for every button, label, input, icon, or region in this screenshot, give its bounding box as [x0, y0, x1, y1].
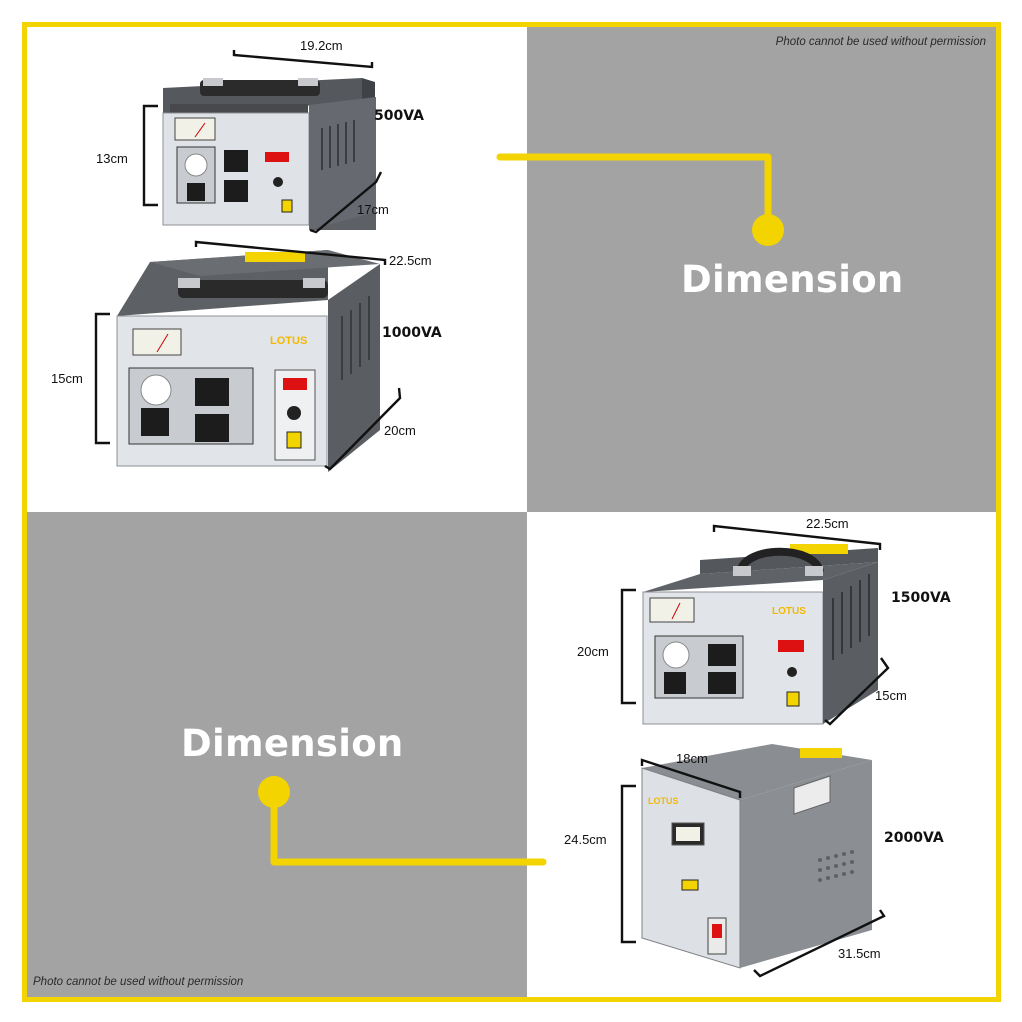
- width-label-500va: 19.2cm: [300, 38, 343, 53]
- depth-label-1000va: 20cm: [384, 423, 416, 438]
- dimension-heading-bottom: Dimension: [181, 722, 404, 765]
- watermark-bottom: Photo cannot be used without permission: [33, 976, 244, 988]
- rating-label-2000va: 2000VA: [884, 830, 944, 846]
- height-label-500va: 13cm: [96, 151, 128, 166]
- rating-label-500va: 500VA: [374, 108, 424, 124]
- connector-bottom: [258, 776, 547, 866]
- height-label-1500va: 20cm: [577, 644, 609, 659]
- stabilizer-500va-image: [162, 78, 376, 230]
- depth-label-1500va: 15cm: [875, 688, 907, 703]
- rating-label-1500va: 1500VA: [891, 590, 951, 606]
- dimension-heading-top: Dimension: [681, 258, 904, 301]
- lotus-logo-text: LOTUS: [772, 606, 806, 617]
- width-label-2000va: 18cm: [676, 751, 708, 766]
- height-label-1000va: 15cm: [51, 371, 83, 386]
- watermark-top: Photo cannot be used without permission: [775, 36, 986, 48]
- measure-lines: [94, 50, 890, 978]
- lotus-logo-text: LOTUS: [648, 796, 679, 806]
- width-label-1500va: 22.5cm: [806, 516, 849, 531]
- depth-label-500va: 17cm: [357, 202, 389, 217]
- bottom-left-panel: [27, 512, 527, 997]
- height-label-2000va: 24.5cm: [564, 832, 607, 847]
- top-right-panel: [527, 27, 996, 512]
- lotus-logo-text: LOTUS: [270, 335, 307, 347]
- connector-top: [496, 153, 784, 246]
- stabilizer-1500va-image: LOTUS: [642, 544, 878, 725]
- yellow-frame: [22, 22, 1001, 1002]
- width-label-1000va: 22.5cm: [389, 253, 432, 268]
- stabilizer-1000va-image: LOTUS: [116, 250, 380, 472]
- stabilizer-2000va-image: LOTUS: [641, 744, 872, 969]
- rating-label-1000va: 1000VA: [382, 325, 442, 341]
- depth-label-2000va: 31.5cm: [838, 946, 881, 961]
